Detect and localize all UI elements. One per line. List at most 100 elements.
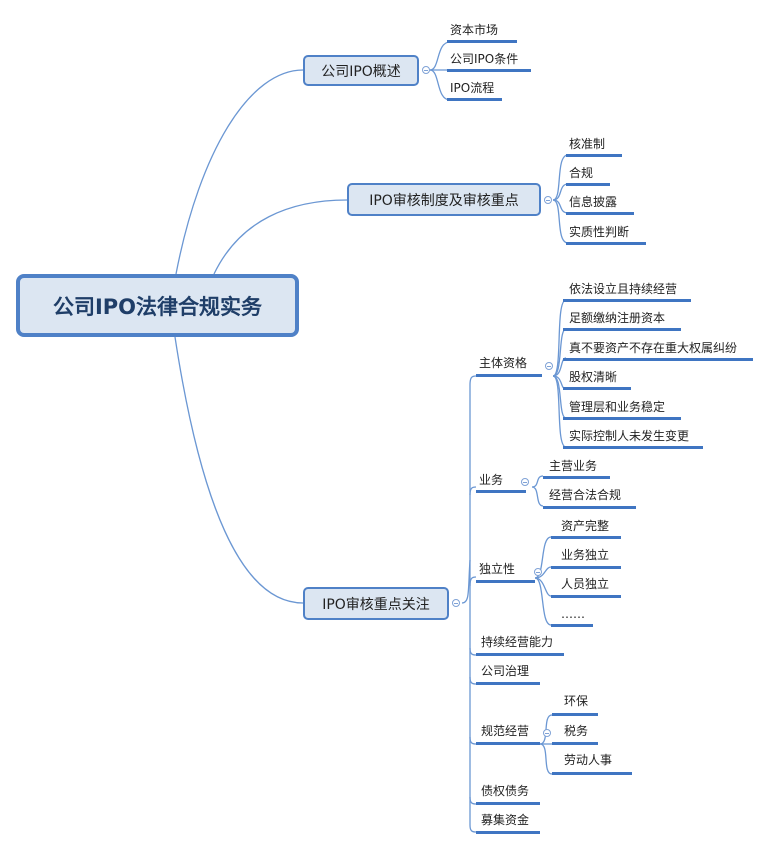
topic-label: IPO流程 bbox=[450, 81, 495, 95]
topic-underline bbox=[566, 212, 634, 215]
topic-label: 劳动人事 bbox=[564, 753, 613, 767]
collapse-icon[interactable] bbox=[521, 478, 529, 486]
topic-underline bbox=[563, 417, 681, 420]
connector-root-branch3 bbox=[174, 336, 304, 604]
topic-debt[interactable]: 债权债务 bbox=[478, 783, 529, 799]
sub-topic[interactable]: 真不要资产不存在重大权属纠纷 bbox=[566, 340, 737, 356]
sub-topic[interactable]: 足额缴纳注册资本 bbox=[566, 310, 665, 326]
sub-topic[interactable]: 经营合法合规 bbox=[546, 487, 621, 503]
topic-label: 资产完整 bbox=[561, 519, 610, 533]
topic-underline bbox=[476, 682, 540, 685]
sub-topic[interactable]: 实际控制人未发生变更 bbox=[566, 428, 689, 444]
topic-label: 独立性 bbox=[479, 562, 516, 576]
sub-topic[interactable]: 管理层和业务稳定 bbox=[566, 399, 665, 415]
topic-disclosure[interactable]: 信息披露 bbox=[566, 194, 617, 210]
topic-underline bbox=[552, 742, 598, 745]
topic-business[interactable]: 业务 bbox=[476, 472, 503, 488]
collapse-icon[interactable] bbox=[422, 66, 430, 74]
topic-approval-system[interactable]: 核准制 bbox=[566, 136, 605, 152]
topic-label: 经营合法合规 bbox=[549, 488, 622, 502]
topic-label: 资本市场 bbox=[450, 23, 499, 37]
sub-topic[interactable]: 资产完整 bbox=[558, 518, 609, 534]
topic-going-concern[interactable]: 持续经营能力 bbox=[478, 634, 553, 650]
topic-label: 人员独立 bbox=[561, 577, 610, 591]
topic-underline bbox=[543, 506, 636, 509]
sub-topic[interactable]: 劳动人事 bbox=[561, 752, 612, 768]
topic-label: 环保 bbox=[564, 694, 589, 708]
topic-label: 持续经营能力 bbox=[481, 635, 554, 649]
topic-label: 信息披露 bbox=[569, 195, 618, 209]
sub-topic[interactable]: 人员独立 bbox=[558, 576, 609, 592]
topic-underline bbox=[566, 242, 646, 245]
sub-topic[interactable]: 环保 bbox=[561, 693, 588, 709]
branch-ipo-review-focus[interactable]: IPO审核重点关注 bbox=[303, 587, 449, 620]
topic-underline bbox=[543, 476, 610, 479]
topic-underline bbox=[563, 328, 681, 331]
topic-label: 核准制 bbox=[569, 137, 606, 151]
topic-label: 募集资金 bbox=[481, 813, 530, 827]
collapse-icon[interactable] bbox=[545, 362, 553, 370]
sub-topic[interactable]: 业务独立 bbox=[558, 547, 609, 563]
topic-underline bbox=[552, 772, 632, 775]
topic-label: 主营业务 bbox=[549, 459, 598, 473]
sub-topic[interactable]: 主营业务 bbox=[546, 458, 597, 474]
topic-ipo-process[interactable]: IPO流程 bbox=[447, 80, 494, 96]
topic-underline bbox=[447, 40, 517, 43]
topic-underline bbox=[476, 831, 540, 834]
topic-underline bbox=[476, 742, 540, 745]
topic-label: 足额缴纳注册资本 bbox=[569, 311, 666, 325]
topic-substantive-judgment[interactable]: 实质性判断 bbox=[566, 224, 629, 240]
topic-label: 公司治理 bbox=[481, 664, 530, 678]
topic-subject-qualification[interactable]: 主体资格 bbox=[476, 355, 527, 371]
topic-label: 业务 bbox=[479, 473, 504, 487]
topic-underline bbox=[566, 183, 610, 186]
topic-capital-market[interactable]: 资本市场 bbox=[447, 22, 498, 38]
topic-label: 真不要资产不存在重大权属纠纷 bbox=[569, 341, 738, 355]
topic-underline bbox=[476, 490, 526, 493]
collapse-icon[interactable] bbox=[544, 196, 552, 204]
topic-underline bbox=[563, 446, 703, 449]
topic-raised-funds[interactable]: 募集资金 bbox=[478, 812, 529, 828]
topic-underline bbox=[476, 580, 535, 583]
topic-independence[interactable]: 独立性 bbox=[476, 561, 515, 577]
root-topic[interactable]: 公司IPO法律合规实务 bbox=[16, 274, 299, 337]
topic-ipo-conditions[interactable]: 公司IPO条件 bbox=[447, 51, 518, 67]
topic-underline bbox=[563, 299, 691, 302]
topic-label: …… bbox=[561, 607, 585, 621]
topic-compliance[interactable]: 合规 bbox=[566, 165, 593, 181]
topic-label: 税务 bbox=[564, 724, 589, 738]
topic-label: 实质性判断 bbox=[569, 225, 630, 239]
sub-topic[interactable]: 依法设立且持续经营 bbox=[566, 281, 677, 297]
topic-label: 业务独立 bbox=[561, 548, 610, 562]
topic-underline bbox=[563, 387, 631, 390]
sub-topic[interactable]: 股权清晰 bbox=[566, 369, 617, 385]
sub-topic[interactable]: …… bbox=[558, 606, 585, 622]
topic-underline bbox=[447, 98, 502, 101]
branch-label: IPO审核重点关注 bbox=[322, 596, 430, 613]
collapse-icon[interactable] bbox=[452, 599, 460, 607]
topic-label: 债权债务 bbox=[481, 784, 530, 798]
topic-label: 合规 bbox=[569, 166, 594, 180]
topic-underline bbox=[476, 374, 542, 377]
topic-underline bbox=[566, 154, 622, 157]
collapse-icon[interactable] bbox=[534, 568, 542, 576]
topic-label: 依法设立且持续经营 bbox=[569, 282, 678, 296]
topic-underline bbox=[551, 624, 593, 627]
topic-corporate-governance[interactable]: 公司治理 bbox=[478, 663, 529, 679]
topic-underline bbox=[476, 802, 540, 805]
collapse-icon[interactable] bbox=[543, 729, 551, 737]
topic-underline bbox=[447, 69, 531, 72]
branch-company-ipo-overview[interactable]: 公司IPO概述 bbox=[303, 55, 419, 86]
topic-standard-operation[interactable]: 规范经营 bbox=[478, 723, 529, 739]
branch-ipo-review-system[interactable]: IPO审核制度及审核重点 bbox=[347, 183, 541, 216]
topic-underline bbox=[563, 358, 753, 361]
topic-underline bbox=[551, 566, 621, 569]
connector-root-branch2 bbox=[213, 199, 348, 275]
topic-label: 管理层和业务稳定 bbox=[569, 400, 666, 414]
topic-label: 实际控制人未发生变更 bbox=[569, 429, 690, 443]
topic-underline bbox=[552, 713, 598, 716]
sub-topic[interactable]: 税务 bbox=[561, 723, 588, 739]
connector-root-branch1 bbox=[175, 69, 304, 275]
branch-label: IPO审核制度及审核重点 bbox=[369, 192, 519, 209]
